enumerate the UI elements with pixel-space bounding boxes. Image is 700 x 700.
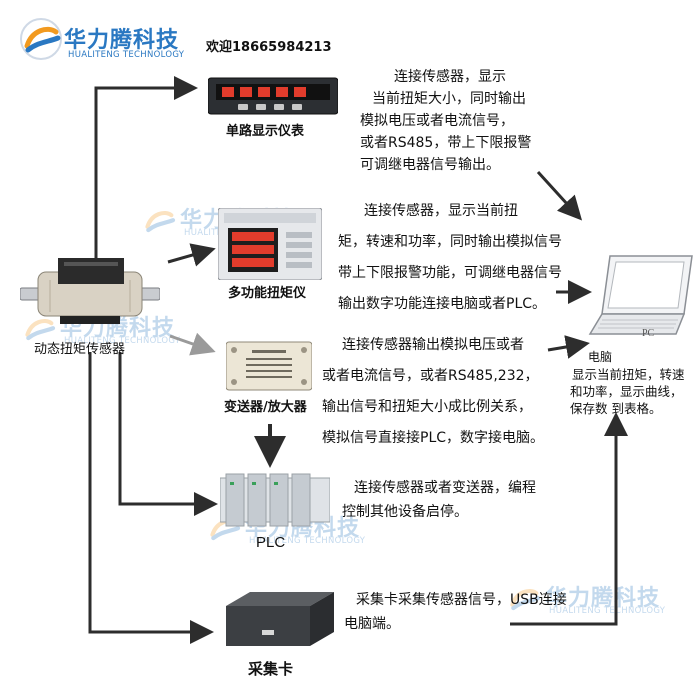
arrow-to-plc: [118, 352, 218, 516]
pc-screen-label: PC: [642, 328, 655, 339]
multi-meter-line-3: 带上下限报警功能，可调继电器信号: [338, 265, 562, 281]
watermark-logo: 华力腾科技 HUALITENG TECHNOLOGY: [20, 308, 200, 352]
transmitter-label: 变送器/放大器: [224, 400, 307, 415]
brand-mark-icon: [20, 18, 62, 60]
daq-label: 采集卡: [248, 660, 294, 678]
daq-icon: [226, 592, 334, 646]
pc-label: 电脑: [588, 350, 613, 364]
transmitter-device: [225, 338, 313, 394]
arrow-to-transmitter: [169, 332, 216, 356]
plc-label: PLC: [256, 534, 286, 551]
watermark-logo: 华力腾科技 HUALITENG TECHNOLOGY: [505, 578, 685, 622]
pc-line-2: 和功率，显示曲线，: [570, 384, 683, 399]
multi-meter-device: [217, 207, 323, 281]
multi-meter-icon: [217, 207, 323, 281]
plc-icon: [219, 473, 331, 527]
sensor-label: 动态扭矩传感器: [34, 342, 126, 357]
watermark-mark-icon: [510, 589, 541, 611]
plc-description: 连接传感器或者变送器，编程 控制其他设备启停。: [342, 476, 536, 524]
single-display-line-4: 或者RS485，带上下限报警: [360, 135, 532, 151]
contact-text: 欢迎18665984213: [206, 40, 332, 55]
plc-device: [219, 470, 331, 530]
multi-meter-label: 多功能扭矩仪: [228, 286, 307, 301]
arrow-to-daq: [88, 352, 214, 644]
single-display-line-2: 当前扭矩大小，同时输出: [372, 91, 526, 107]
brand-name: 华力腾科技: [64, 28, 180, 53]
plc-line-2: 控制其他设备启停。: [342, 504, 468, 520]
torque-sensor-icon: [19, 258, 161, 324]
watermark-mark-icon: [145, 211, 176, 233]
single-display-line-3: 模拟电压或者电流信号，: [360, 113, 514, 129]
transmitter-line-1: 连接传感器输出模拟电压或者: [342, 337, 524, 353]
daq-line-2: 电脑端。: [344, 616, 400, 632]
single-display-label: 单路显示仪表: [226, 124, 305, 139]
transmitter-description: 连接传感器输出模拟电压或者 或者电流信号，或者RS485,232， 输出信号和扭…: [322, 330, 544, 454]
plc-line-1: 连接传感器或者变送器，编程: [354, 480, 536, 496]
multi-meter-line-1: 连接传感器，显示当前扭: [364, 203, 518, 219]
single-display-line-1: 连接传感器，显示: [394, 69, 506, 85]
arrow-daq-to-pc: [510, 412, 628, 626]
multi-meter-line-2: 矩，转速和功率，同时输出模拟信号: [338, 234, 562, 250]
watermark-subtitle: HUALITENG TECHNOLOGY: [64, 336, 181, 346]
arrow-transmitter-to-pc: [547, 335, 590, 359]
pc-device: [588, 252, 694, 346]
watermark-name: 华力腾科技: [545, 586, 661, 611]
pc-line-1: 显示当前扭矩，转速: [572, 367, 685, 382]
daq-description: 采集卡采集传感器信号，USB连接 电脑端。: [344, 588, 567, 636]
watermark-mark-icon: [25, 319, 56, 341]
watermark-subtitle: HUALITENG TECHNOLOGY: [249, 536, 366, 546]
transmitter-line-4: 模拟信号直接接PLC，数字接电脑。: [322, 430, 545, 446]
pc-description: 显示当前扭矩，转速 和功率，显示曲线， 保存数 到表格。: [570, 366, 685, 417]
arrow-to-single-display: [94, 76, 198, 258]
multi-meter-description: 连接传感器，显示当前扭 矩，转速和功率，同时输出模拟信号 带上下限报警功能，可调…: [338, 196, 562, 320]
transmitter-line-2: 或者电流信号，或者RS485,232，: [322, 368, 539, 384]
single-display-description: 连接传感器，显示 当前扭矩大小，同时输出 模拟电压或者电流信号， 或者RS485…: [360, 66, 531, 176]
transmitter-icon: [225, 341, 313, 391]
single-display-icon: [207, 77, 339, 115]
single-display-device: [207, 76, 339, 116]
arrow-to-multi-meter: [167, 243, 216, 267]
laptop-icon: [588, 255, 693, 335]
daq-line-1: 采集卡采集传感器信号，USB连接: [356, 592, 567, 608]
brand-subtitle: HUALITENG TECHNOLOGY: [68, 50, 185, 60]
pc-line-3: 保存数 到表格。: [570, 401, 662, 416]
transmitter-line-3: 输出信号和扭矩大小成比例关系，: [322, 399, 532, 415]
torque-sensor: [19, 254, 161, 334]
brand-logo: 华力腾科技 HUALITENG TECHNOLOGY: [18, 14, 208, 64]
daq-device: [222, 590, 334, 648]
multi-meter-line-4: 输出数字功能连接电脑或者PLC。: [338, 296, 547, 312]
single-display-line-5: 可调继电器信号输出。: [360, 157, 500, 173]
arrow-single-display-to-pc: [536, 170, 583, 221]
watermark-subtitle: HUALITENG TECHNOLOGY: [549, 606, 666, 616]
